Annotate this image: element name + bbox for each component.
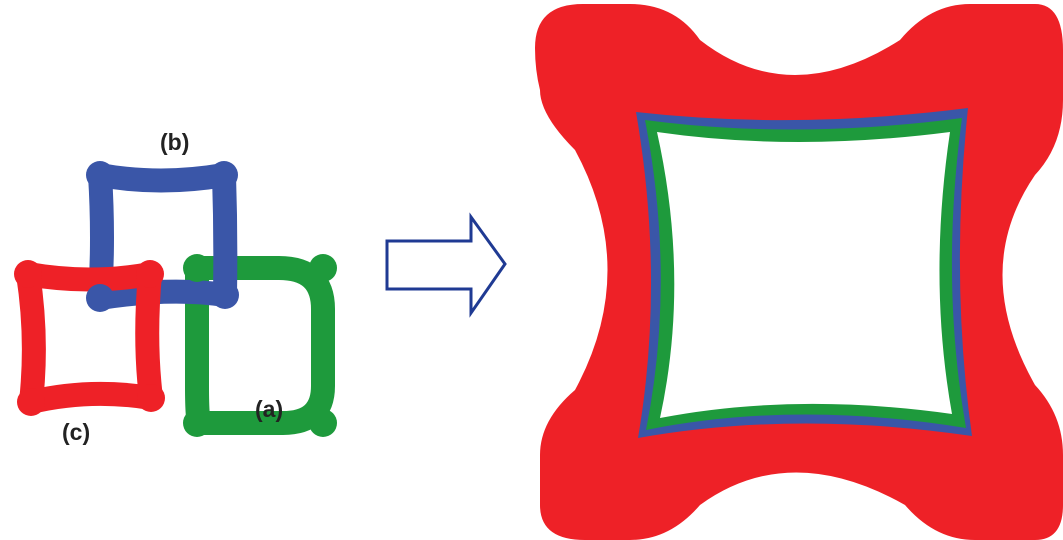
shape-a-outline — [184, 255, 336, 436]
cusp-bulbs — [14, 161, 337, 437]
label-a: (a) — [255, 396, 283, 422]
merged-shape — [535, 4, 1063, 540]
label-c: (c) — [62, 419, 90, 445]
label-b: (b) — [160, 129, 189, 155]
merged-shape-hole — [657, 132, 952, 418]
left-group: (b) (a) (c) — [14, 129, 337, 445]
arrow-icon — [385, 212, 507, 318]
